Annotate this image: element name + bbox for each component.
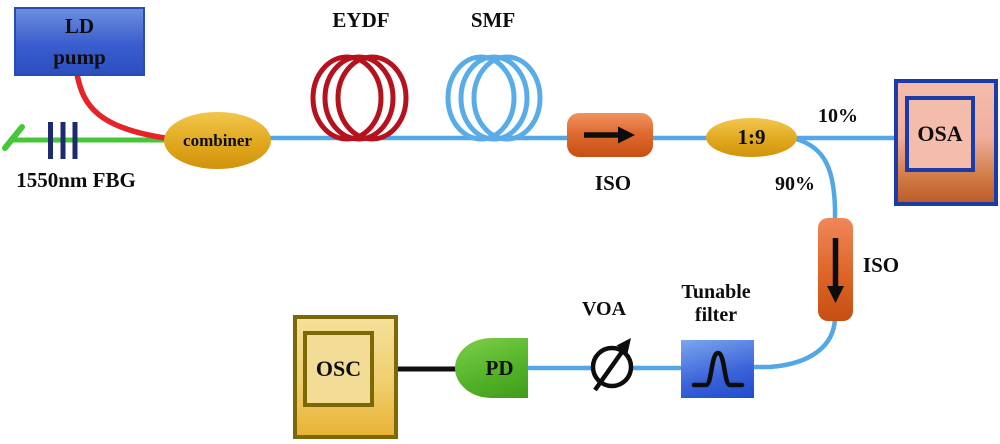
combiner-label: combiner — [183, 130, 252, 150]
iso-main-label: ISO — [594, 171, 632, 195]
fbg-label: 1550nm FBG — [16, 168, 136, 192]
coupler-1-9-ellipse: 1:9 — [706, 118, 797, 157]
ld-pump-box: LD pump — [14, 7, 145, 76]
osa-screen: OSA — [905, 96, 975, 172]
smf-coil-icon — [445, 54, 543, 142]
ld-pump-label-line1: LD — [64, 14, 95, 39]
isolator-branch — [818, 218, 853, 321]
isolator-main — [567, 113, 653, 157]
oscilloscope-box: OSC — [293, 315, 398, 439]
smf-label: SMF — [470, 8, 516, 32]
oscilloscope-screen: OSC — [303, 331, 374, 407]
eydf-label: EYDF — [332, 8, 390, 32]
ld-pump-label-line2: pump — [53, 44, 106, 69]
osa-box: OSA — [894, 79, 998, 206]
iso-to-filter-fiber — [740, 317, 838, 370]
tap-90-label: 90% — [775, 173, 815, 195]
voa-attenuator-icon — [590, 338, 634, 392]
coupler-ratio-label: 1:9 — [737, 125, 766, 149]
angled-mirror-icon — [2, 124, 25, 151]
branch-90-fiber — [795, 136, 838, 221]
pd-label: PD — [485, 355, 514, 380]
tap-10-label: 10% — [818, 105, 858, 127]
fbg-grating-icon — [48, 122, 78, 159]
eydf-coil-icon — [310, 54, 409, 142]
tunable-filter-label-line1: Tunable — [681, 281, 751, 303]
tunable-filter-box — [681, 340, 754, 398]
iso-branch-label: ISO — [862, 253, 900, 277]
osc-label: OSC — [315, 356, 362, 381]
pump-fiber-red — [74, 71, 175, 142]
photodetector-shape: PD — [455, 338, 528, 398]
tunable-filter-label: Tunable filter — [664, 281, 768, 327]
down-arrow-icon — [827, 238, 844, 303]
combiner-ellipse: combiner — [164, 112, 271, 169]
tunable-filter-label-line2: filter — [694, 304, 738, 326]
bandpass-curve-icon — [691, 350, 745, 388]
right-arrow-icon — [584, 126, 635, 144]
voa-label: VOA — [581, 298, 627, 320]
osa-label: OSA — [917, 121, 963, 146]
